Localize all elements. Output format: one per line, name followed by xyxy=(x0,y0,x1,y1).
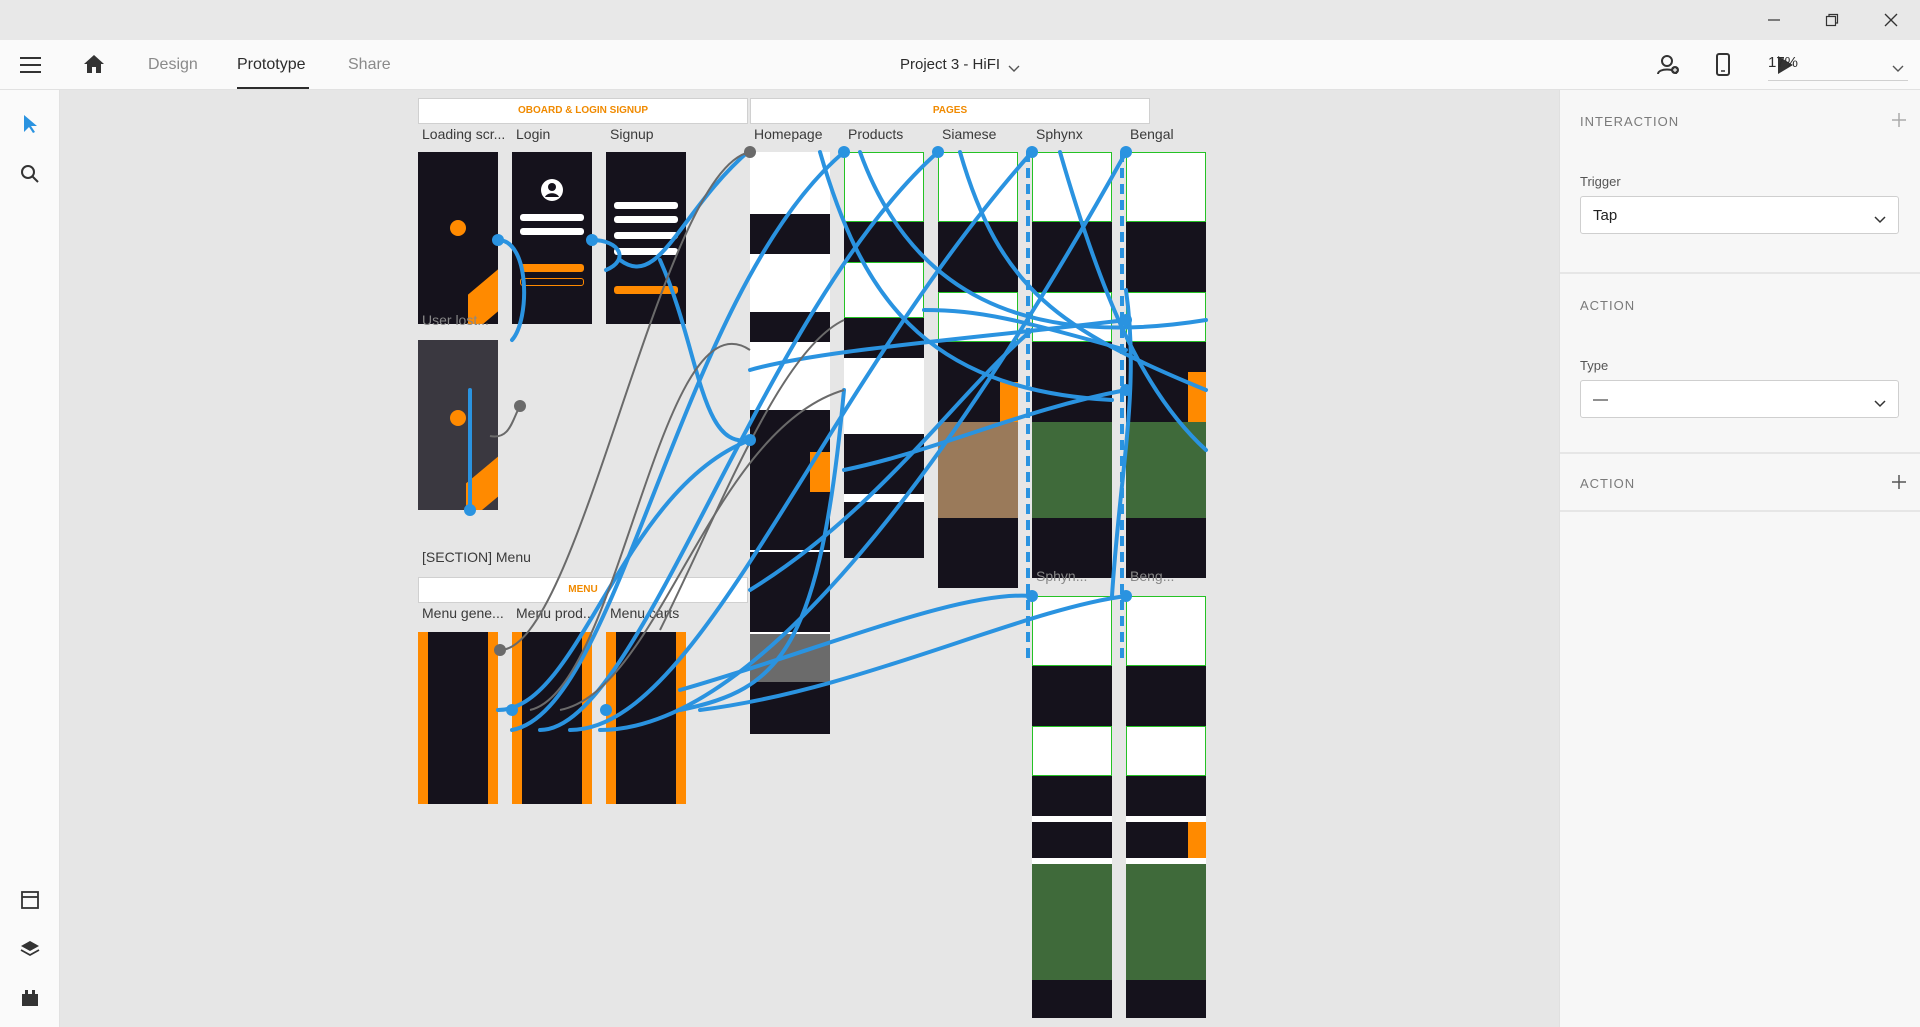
action-2-section-title: ACTION xyxy=(1580,476,1636,491)
panel-divider xyxy=(1560,272,1920,274)
document-assets-icon[interactable] xyxy=(18,888,42,912)
home-icon[interactable] xyxy=(82,53,106,80)
plugins-icon[interactable] xyxy=(18,986,42,1010)
tab-prototype[interactable]: Prototype xyxy=(237,56,306,73)
restore-icon[interactable] xyxy=(1820,8,1844,32)
trigger-value: Tap xyxy=(1593,207,1618,224)
artboard-label-bengal[interactable]: Bengal xyxy=(1130,126,1174,142)
artboard-label-homepage[interactable]: Homepage xyxy=(754,126,823,142)
artboard-sphynx-2[interactable] xyxy=(1032,596,1112,1018)
artboard-label-login[interactable]: Login xyxy=(516,126,551,142)
close-icon[interactable] xyxy=(1879,8,1903,32)
artboard-products[interactable] xyxy=(844,152,924,558)
zoom-underline xyxy=(1768,80,1908,81)
artboard-label-bengal-2[interactable]: Beng... xyxy=(1130,568,1175,584)
document-title[interactable]: Project 3 - HiFI xyxy=(900,56,1001,73)
artboard-bengal-2[interactable] xyxy=(1126,596,1206,1018)
design-canvas[interactable]: OBOARD & LOGIN SIGNUP PAGES [SECTION] Me… xyxy=(60,90,1559,1027)
panel-divider-3 xyxy=(1560,510,1920,512)
artboard-label-menu-carts[interactable]: Menu carts xyxy=(610,605,680,621)
interaction-panel: INTERACTION Trigger Tap ACTION Type — AC… xyxy=(1559,90,1920,1027)
type-select[interactable]: — xyxy=(1580,380,1899,418)
left-toolbar xyxy=(0,90,60,1027)
active-tab-indicator xyxy=(237,87,309,89)
add-interaction-plus-icon[interactable] xyxy=(1891,112,1907,133)
zoom-level[interactable]: 17% xyxy=(1768,54,1799,71)
artboard-menu-general[interactable] xyxy=(418,632,498,804)
artboard-label-siamese[interactable]: Siamese xyxy=(942,126,997,142)
artboard-label-user-lost[interactable]: User lost... xyxy=(422,312,489,328)
device-preview-icon[interactable] xyxy=(1715,53,1731,82)
type-chevron-down-icon xyxy=(1874,395,1886,412)
trigger-select[interactable]: Tap xyxy=(1580,196,1899,234)
panel-divider-2 xyxy=(1560,452,1920,454)
artboard-label-signup[interactable]: Signup xyxy=(610,126,654,142)
interaction-section-title: INTERACTION xyxy=(1580,114,1680,129)
tab-share[interactable]: Share xyxy=(348,56,391,73)
section-header-onboard[interactable]: OBOARD & LOGIN SIGNUP xyxy=(418,98,748,124)
artboard-label-sphynx[interactable]: Sphynx xyxy=(1036,126,1083,142)
hamburger-menu-icon[interactable] xyxy=(20,55,42,80)
play-preview-icon[interactable] xyxy=(1775,53,1795,82)
prototype-connection-wires xyxy=(464,146,1208,732)
artboard-label-menu-products[interactable]: Menu prod... xyxy=(516,605,595,621)
action-section-title: ACTION xyxy=(1580,298,1636,313)
artboard-label-loading[interactable]: Loading scr... xyxy=(422,126,506,142)
artboard-label-sphynx-2[interactable]: Sphyn... xyxy=(1036,568,1088,584)
trigger-label: Trigger xyxy=(1580,174,1621,189)
share-user-icon[interactable] xyxy=(1656,53,1680,82)
zoom-chevron-down-icon[interactable] xyxy=(1892,60,1904,78)
add-action-plus-icon[interactable] xyxy=(1891,474,1907,495)
menu-section-label: [SECTION] Menu xyxy=(422,549,531,565)
section-header-pages[interactable]: PAGES xyxy=(750,98,1150,124)
app-bar: Design Prototype Share Project 3 - HiFI … xyxy=(0,40,1920,90)
artboard-login[interactable] xyxy=(512,152,592,324)
section-header-menu[interactable]: MENU xyxy=(418,577,748,603)
chevron-down-icon[interactable] xyxy=(1008,60,1020,78)
type-label: Type xyxy=(1580,358,1609,373)
trigger-chevron-down-icon xyxy=(1874,211,1886,228)
artboard-label-products[interactable]: Products xyxy=(848,126,904,142)
search-icon[interactable] xyxy=(18,162,42,186)
minimize-icon[interactable] xyxy=(1762,8,1786,32)
tab-design[interactable]: Design xyxy=(148,56,198,73)
select-arrow-icon[interactable] xyxy=(18,112,42,136)
window-title-bar xyxy=(0,0,1920,40)
artboard-label-menu-general[interactable]: Menu gene... xyxy=(422,605,504,621)
type-value: — xyxy=(1593,391,1608,408)
artboard-user-lost[interactable] xyxy=(418,340,498,510)
artboard-loading-screen[interactable] xyxy=(418,152,498,324)
layers-icon[interactable] xyxy=(18,937,42,961)
